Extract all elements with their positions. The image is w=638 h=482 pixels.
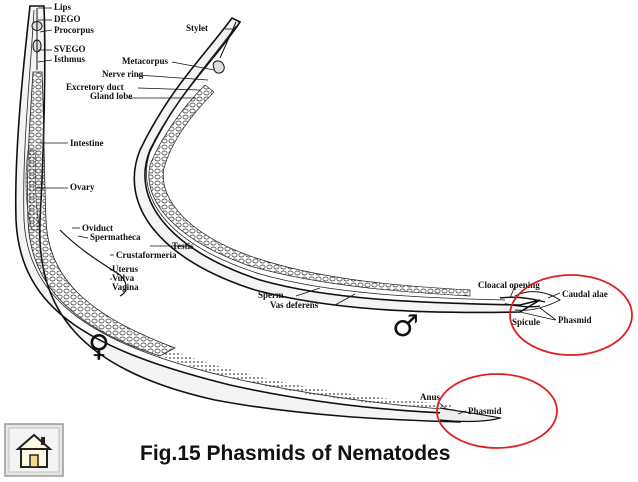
female-symbol: ♀ [88,329,110,364]
label-svego: SVEGO [54,44,86,54]
male-phasmid-highlight [509,274,633,356]
male-pharynx [212,21,237,74]
home-icon [4,423,64,477]
label-vagina: Vagina [112,282,139,292]
label-uterus: Uterus [112,264,138,274]
label-sperm: Sperm [258,290,284,300]
female-labels: Lips DEGO Procorpus SVEGO Isthmus Intest… [54,2,502,416]
male-spicule [499,296,546,308]
label-lips: Lips [54,2,72,12]
female-body [14,5,473,423]
label-crustaformeria: Crustaformeria [116,250,177,260]
label-intestine: Intestine [70,138,104,148]
figure-caption: Fig.15 Phasmids of Nematodes [140,442,451,465]
male-symbol: ♂ [392,309,419,344]
pointer-lines [36,7,561,415]
label-caudal-alae: Caudal alae [562,289,608,299]
label-ovary: Ovary [70,182,95,192]
label-cloacal-opening: Cloacal opening [478,280,540,290]
male-caudal-alae [514,291,561,311]
label-spicule: Spicule [512,317,540,327]
label-excretory-duct: Excretory duct [66,82,124,92]
label-procorpus: Procorpus [54,25,94,35]
male-body [133,16,541,314]
label-testis: Testis [172,241,194,251]
label-dego: DEGO [54,14,81,24]
male-intestine [148,84,471,297]
home-button[interactable] [4,423,64,477]
male-nematode [133,16,561,314]
label-stylet: Stylet [186,23,208,33]
label-gland-lobe: Gland lobe [90,91,132,101]
label-metacorpus: Metacorpus [122,56,168,66]
female-genital-tract [59,229,127,297]
female-ovary [25,149,41,231]
label-vas-deferens: Vas deferens [270,300,319,310]
female-nematode [14,5,503,423]
label-female-phasmid: Phasmid [468,406,502,416]
label-nerve-ring: Nerve ring [102,69,144,79]
label-oviduct: Oviduct [82,223,113,233]
female-pharynx [31,8,43,70]
label-male-phasmid: Phasmid [558,315,592,325]
male-labels: Stylet Metacorpus Nerve ring Excretory d… [66,23,608,344]
label-vulva: Vulva [112,273,135,283]
female-phasmid-highlight [436,373,558,449]
label-spermatheca: Spermatheca [90,232,141,242]
label-isthmus: Isthmus [54,54,86,64]
label-anus: Anus [420,392,441,402]
